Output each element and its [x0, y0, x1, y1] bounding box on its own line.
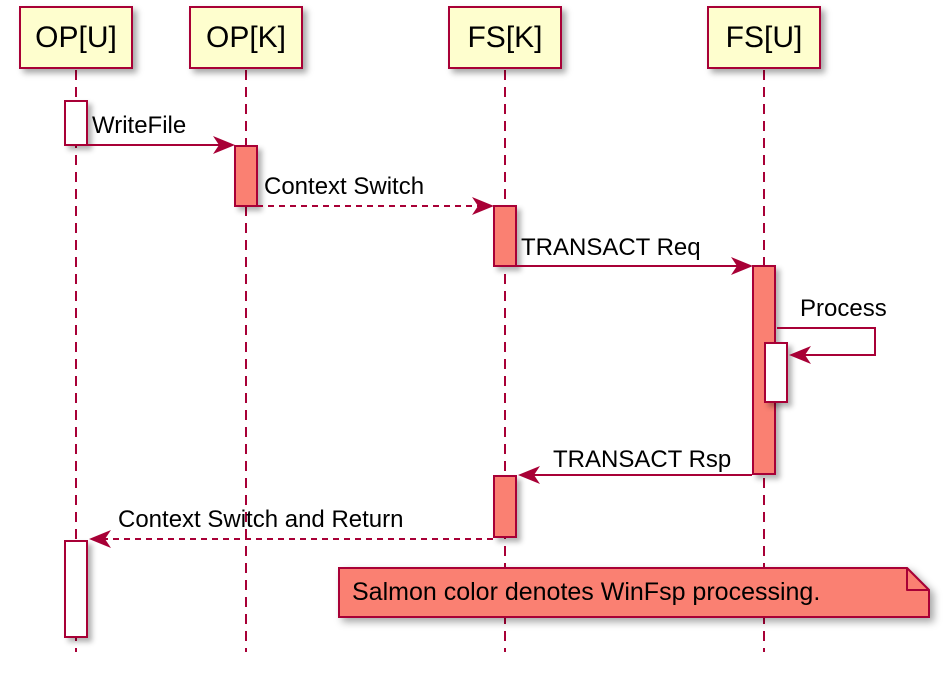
arrowhead-right-icon	[472, 197, 494, 215]
arrowhead-left-icon	[89, 530, 111, 548]
message-label-context-switch: Context Switch	[264, 173, 425, 200]
arrowhead-right-icon	[213, 136, 235, 154]
message-label-writefile: WriteFile	[92, 112, 187, 139]
message-arrow-transact-req	[517, 257, 753, 275]
arrowhead-left-icon	[789, 346, 811, 364]
participant-name: FS[K]	[467, 20, 543, 54]
participant-box-fs-u: FS[U]	[707, 6, 821, 69]
note-text: Salmon color denotes WinFsp processing.	[352, 578, 821, 606]
note-dogear-icon	[906, 567, 930, 591]
participant-box-fs-k: FS[K]	[448, 6, 562, 69]
activation-op-k-winfsp	[234, 145, 258, 207]
activation-fs-u-process	[764, 342, 788, 403]
activation-fs-k-return	[493, 475, 517, 538]
participant-name: FS[U]	[725, 20, 803, 54]
message-arrow-writefile	[87, 136, 235, 154]
activation-op-u-return	[64, 540, 88, 638]
arrowhead-right-icon	[731, 257, 753, 275]
message-arrow-context-switch	[257, 197, 494, 215]
note-salmon-legend: Salmon color denotes WinFsp processing.	[338, 567, 930, 618]
arrowhead-left-icon	[518, 466, 540, 484]
message-arrow-context-switch-return	[89, 530, 493, 548]
message-label-context-switch-return: Context Switch and Return	[118, 506, 404, 533]
note-shape	[338, 567, 930, 618]
activation-op-u-request	[64, 100, 88, 146]
participant-name: OP[K]	[205, 20, 287, 54]
message-label-transact-req: TRANSACT Req	[521, 234, 701, 261]
participant-box-op-u: OP[U]	[19, 6, 133, 69]
message-label-process: Process	[800, 295, 887, 322]
message-arrow-transact-rsp	[518, 466, 752, 484]
participant-box-op-k: OP[K]	[189, 6, 303, 69]
message-label-transact-rsp: TRANSACT Rsp	[553, 446, 732, 473]
participant-name: OP[U]	[35, 20, 117, 54]
activation-fs-k-winfsp	[493, 205, 517, 267]
message-arrow-process-self	[777, 327, 876, 364]
